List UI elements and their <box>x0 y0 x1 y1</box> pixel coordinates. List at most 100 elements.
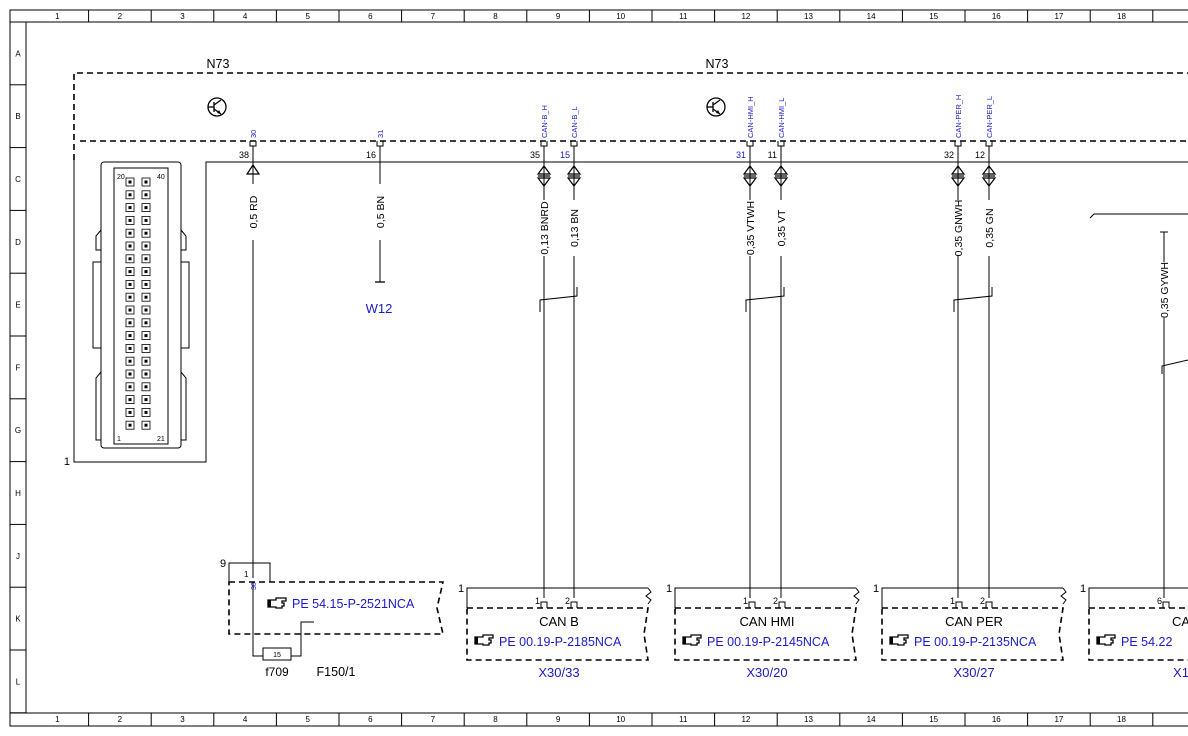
column-label: 17 <box>1054 715 1063 724</box>
column-label: 4 <box>243 12 248 21</box>
pin-label: 1 <box>117 436 121 443</box>
wire-label: 0,35 GNWH <box>953 200 965 257</box>
ground-label: W12 <box>366 301 393 316</box>
pin-label: 40 <box>157 174 165 181</box>
column-label: 7 <box>431 12 436 21</box>
pin-tag: 30 <box>249 130 258 138</box>
fuse-tag: 30 <box>251 582 258 590</box>
box-reference: PE 00.19-P-2145NCA <box>707 635 830 649</box>
box-title: CAN HMI <box>740 614 795 629</box>
wire-label: 0,35 GYWH <box>1159 262 1171 318</box>
box-reference: PE 00.19-P-2135NCA <box>914 635 1037 649</box>
pin-tag: 31 <box>376 130 385 138</box>
row-label: H <box>15 489 21 498</box>
pin-tag: CAN-PER_L <box>985 96 994 138</box>
fuse-f150-1: 9 1 30 PE 54.15-P-2521NCA 15 f709 F150/1 <box>220 558 445 679</box>
connector-ref: 1 <box>64 456 70 468</box>
box-reference: PE 00.19-P-2185NCA <box>499 635 622 649</box>
column-label: 17 <box>1054 12 1063 21</box>
column-label: 11 <box>679 715 688 724</box>
column-label: 12 <box>741 715 750 724</box>
reference-hand-icon <box>474 634 494 646</box>
column-label: 16 <box>992 12 1001 21</box>
row-label: L <box>16 677 21 686</box>
transistor-icon <box>706 97 726 117</box>
column-label: 15 <box>929 12 938 21</box>
box-connector: X30/20 <box>746 665 787 680</box>
column-label: 1 <box>55 12 60 21</box>
row-label: D <box>15 238 21 247</box>
column-label: 3 <box>180 12 185 21</box>
reference-hand-icon <box>889 634 909 646</box>
module-label-right: N73 <box>706 57 729 71</box>
column-label: 13 <box>804 715 813 724</box>
column-label: 10 <box>616 715 625 724</box>
pin-number: 35 <box>530 150 540 160</box>
column-label: 8 <box>493 715 498 724</box>
module-label-left: N73 <box>207 57 230 71</box>
row-label: E <box>15 301 20 310</box>
row-label: B <box>15 112 20 121</box>
wire-label: 0,5 RD <box>248 195 260 228</box>
fuse-ref: 9 <box>220 558 226 570</box>
row-label: C <box>15 175 21 184</box>
box-reference: PE 54.22 <box>1121 635 1172 649</box>
column-label: 14 <box>867 715 876 724</box>
pin-number: 32 <box>944 150 954 160</box>
fuse-reference: PE 54.15-P-2521NCA <box>292 597 415 611</box>
row-ruler-left: A B C D E F G H J K L <box>10 49 26 714</box>
column-label: 2 <box>118 12 123 21</box>
row-label: A <box>15 49 21 58</box>
column-label: 16 <box>992 715 1001 724</box>
column-label: 14 <box>867 12 876 21</box>
column-label: 9 <box>556 12 561 21</box>
column-label: 3 <box>180 715 185 724</box>
column-label: 18 <box>1117 715 1126 724</box>
pin-number: 16 <box>366 150 376 160</box>
box-connector: X30/33 <box>538 665 579 680</box>
column-label: 2 <box>118 715 123 724</box>
column-label: 6 <box>368 715 373 724</box>
wire-label: 0,5 BN <box>375 196 387 228</box>
module-n73-boundary: N73 N73 <box>73 57 1188 160</box>
box-title: CA <box>1172 614 1188 629</box>
fuse-name: f709 <box>265 665 289 679</box>
pin-number: 12 <box>975 150 985 160</box>
fuse-component: F150/1 <box>317 665 356 679</box>
column-label: 7 <box>431 715 436 724</box>
pin-number: 38 <box>239 150 249 160</box>
column-label: 5 <box>305 715 310 724</box>
wire-label: 0,35 VT <box>776 209 788 246</box>
box-title: CAN B <box>539 614 579 629</box>
row-label: J <box>16 552 20 561</box>
pin-tag: CAN-B_L <box>570 106 579 138</box>
box-pin: 1 <box>743 596 748 606</box>
box-ref: 1 <box>666 583 672 595</box>
row-label: F <box>16 363 21 372</box>
column-label: 11 <box>679 12 688 21</box>
column-label: 18 <box>1117 12 1126 21</box>
pin-number: 31 <box>736 150 746 160</box>
box-pin: 2 <box>565 596 570 606</box>
wire-label: 0,35 VTWH <box>745 201 757 255</box>
row-label: K <box>15 615 21 624</box>
wire-label: 0,13 BNRD <box>539 201 551 255</box>
wire-label: 0,35 GN <box>984 208 996 247</box>
pin-number: 11 <box>768 150 777 160</box>
column-label: 15 <box>929 715 938 724</box>
box-ref: 1 <box>873 583 879 595</box>
transistor-icon <box>207 97 227 117</box>
pin-label: 21 <box>157 436 165 443</box>
row-label: G <box>15 426 21 435</box>
reference-hand-icon <box>267 597 287 609</box>
pin-tag: CAN-HMI_L <box>777 98 786 138</box>
